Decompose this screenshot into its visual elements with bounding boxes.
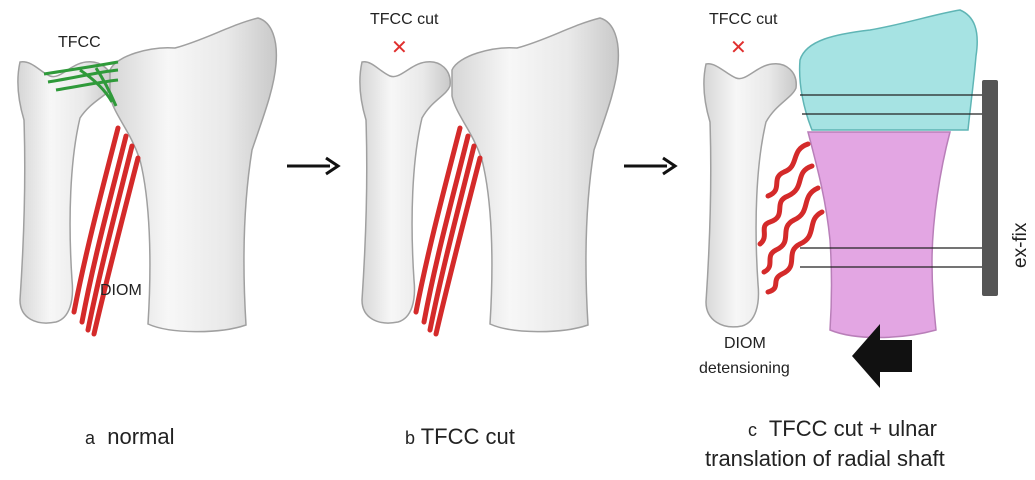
caption-c-text: TFCC cut + ulnar (769, 416, 937, 441)
arrow-b-to-c (624, 158, 675, 174)
caption-b-letter: b (405, 428, 415, 448)
panel-b-illustration (360, 18, 618, 334)
caption-a-text: normal (107, 424, 174, 449)
ulna-c (704, 64, 796, 327)
caption-c-letter: c (748, 420, 757, 440)
ulna-b (360, 62, 450, 323)
arrow-a-to-b (287, 158, 338, 174)
caption-c-line2: translation of radial shaft (705, 448, 945, 470)
tfcc-cut-label-b: TFCC cut (370, 12, 438, 28)
caption-b: b TFCC cut (405, 426, 515, 448)
diom-ligament-a (74, 128, 138, 334)
panel-a-illustration (18, 18, 276, 334)
cut-mark-icon-c: ✕ (730, 38, 747, 58)
caption-a: a normal (85, 426, 175, 448)
diom-ligament-b (416, 128, 480, 334)
tfcc-label: TFCC (58, 35, 101, 51)
caption-c-line1: c TFCC cut + ulnar (748, 418, 937, 440)
diom-label: DIOM (100, 283, 142, 299)
diom-label-c: DIOM (724, 336, 766, 352)
caption-b-text: TFCC cut (421, 424, 515, 449)
distal-fragment (800, 10, 978, 130)
radial-shaft (808, 132, 950, 338)
tfcc-cut-label-c: TFCC cut (709, 12, 777, 28)
diom-ligament-c-detensioned (760, 144, 822, 292)
caption-a-letter: a (85, 428, 95, 448)
exfix-bar (982, 80, 998, 296)
panel-c-illustration (704, 10, 998, 388)
cut-mark-icon-b: ✕ (391, 38, 408, 58)
diom-detensioning-label: detensioning (699, 361, 790, 377)
exfix-label: ex-fix (1010, 223, 1032, 268)
